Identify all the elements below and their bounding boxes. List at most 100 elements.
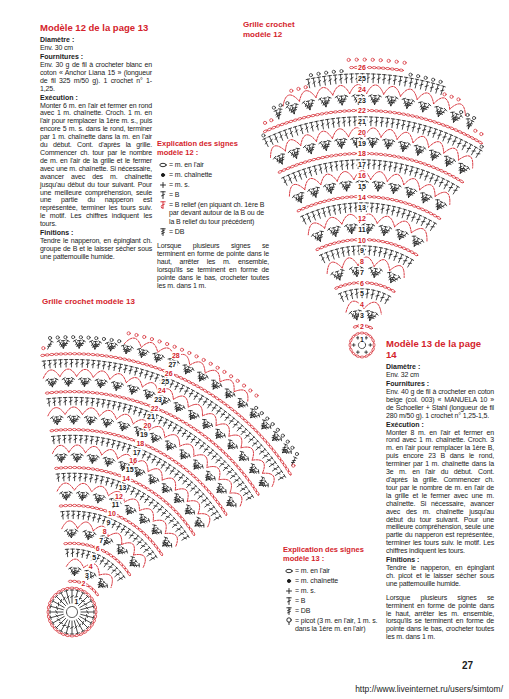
stitch-symbol xyxy=(432,152,441,160)
chain-symbol xyxy=(351,351,355,355)
chain-symbol xyxy=(368,195,372,197)
chain-arc xyxy=(205,370,220,382)
chain-symbol xyxy=(113,394,118,397)
stitch-symbol xyxy=(63,435,67,443)
stitch-symbol xyxy=(287,174,292,183)
body-text: Env. 40 g de fil à crocheter en coton be… xyxy=(386,388,494,420)
stitch-symbol xyxy=(306,213,311,222)
stitch-symbol xyxy=(175,499,184,503)
stitch-symbol xyxy=(74,397,78,405)
chain-symbol xyxy=(45,354,49,357)
stitch-symbol xyxy=(51,436,55,444)
round-number: 24 xyxy=(157,387,167,394)
legend-swatch xyxy=(157,201,169,209)
picot-symbol xyxy=(297,87,300,90)
chain-symbol xyxy=(86,467,90,470)
chain-symbol xyxy=(410,158,415,161)
chain-symbol xyxy=(146,445,151,449)
stitch-symbol xyxy=(211,510,218,516)
chain-symbol xyxy=(368,239,372,242)
stitch-symbol xyxy=(90,436,94,444)
stitch-symbol xyxy=(340,248,344,257)
picot-stem xyxy=(289,622,290,624)
stitch-symbol xyxy=(225,414,231,421)
round-number: 25 xyxy=(160,378,170,385)
legend-text: = m. en l'air xyxy=(169,161,269,170)
stitch-symbol xyxy=(83,530,88,539)
chain-symbol xyxy=(392,111,396,114)
chain-symbol xyxy=(50,623,54,627)
legend-swatch xyxy=(157,181,169,189)
chain-symbol xyxy=(343,153,347,156)
chain-arc xyxy=(126,378,142,388)
chain-symbol xyxy=(349,347,352,351)
round-number: 8 xyxy=(102,527,108,534)
legend-block: Explication des signes modèle 13 := m. e… xyxy=(283,546,381,635)
stitch-symbol xyxy=(152,455,157,462)
chain-arc xyxy=(371,172,388,182)
stitch-symbol xyxy=(145,495,151,502)
chain-symbol xyxy=(350,239,354,242)
chain-symbol xyxy=(393,243,398,246)
chain-symbol xyxy=(324,112,328,115)
stitch-symbol xyxy=(71,511,75,519)
stitch-symbol xyxy=(149,499,155,506)
chain-symbol xyxy=(374,153,378,156)
stitch-symbol xyxy=(147,453,152,461)
stitch-symbol xyxy=(69,397,73,404)
chain-symbol xyxy=(373,343,375,347)
stitch-symbol xyxy=(150,555,157,561)
chain-symbol xyxy=(420,208,425,212)
stitch-symbol xyxy=(117,545,121,554)
chain-symbol xyxy=(87,627,91,631)
chain-symbol xyxy=(77,429,81,431)
stitch-symbol xyxy=(323,163,327,172)
stitch-symbol xyxy=(87,512,91,520)
round-number: 16 xyxy=(357,171,367,178)
stitch-symbol xyxy=(48,360,52,368)
chain-symbol xyxy=(333,111,337,114)
stitch-symbol xyxy=(82,512,86,520)
stitch-symbol xyxy=(186,511,195,515)
picot-symbol xyxy=(304,86,307,89)
stitch-symbol xyxy=(127,509,136,515)
stitch-symbol xyxy=(237,424,243,431)
stitch-symbol xyxy=(156,355,164,362)
stitch-symbol xyxy=(336,118,340,127)
double-crochet-symbol xyxy=(161,192,165,199)
chain-symbol xyxy=(140,362,145,365)
chain-symbol xyxy=(82,391,86,393)
chain-symbol xyxy=(379,110,383,113)
stitch-symbol xyxy=(157,505,163,512)
stitch-symbol xyxy=(332,205,336,214)
stitch-symbol xyxy=(63,340,69,348)
stitch-symbol xyxy=(100,380,107,388)
stitch-symbol xyxy=(190,414,199,420)
round-number: 3 xyxy=(359,311,365,318)
stitch-symbol xyxy=(403,143,411,152)
chain-arc xyxy=(116,414,133,424)
chain-symbol xyxy=(136,361,141,364)
chain-arc xyxy=(82,408,99,416)
round-number: 11 xyxy=(357,225,366,232)
chain-arc xyxy=(165,533,177,547)
chain-symbol xyxy=(45,392,49,395)
chain-symbol xyxy=(179,376,184,380)
chain-symbol xyxy=(383,154,387,157)
stitch-symbol xyxy=(112,401,116,409)
round-number: 13 xyxy=(357,204,367,211)
chain-symbol xyxy=(360,356,364,358)
stitch-symbol xyxy=(399,254,404,263)
stitch-symbol xyxy=(268,136,273,145)
chain-arc xyxy=(141,342,158,352)
chain-symbol xyxy=(81,429,85,431)
stitch-symbol xyxy=(277,155,282,164)
stitch-symbol xyxy=(351,160,355,169)
chain-symbol xyxy=(99,431,103,434)
chain-arc xyxy=(337,172,354,182)
stitch-symbol xyxy=(56,474,60,482)
chain-symbol xyxy=(90,623,94,627)
round-number: 22 xyxy=(150,404,160,411)
chain-symbol xyxy=(125,437,130,440)
stitch-symbol xyxy=(402,209,407,218)
